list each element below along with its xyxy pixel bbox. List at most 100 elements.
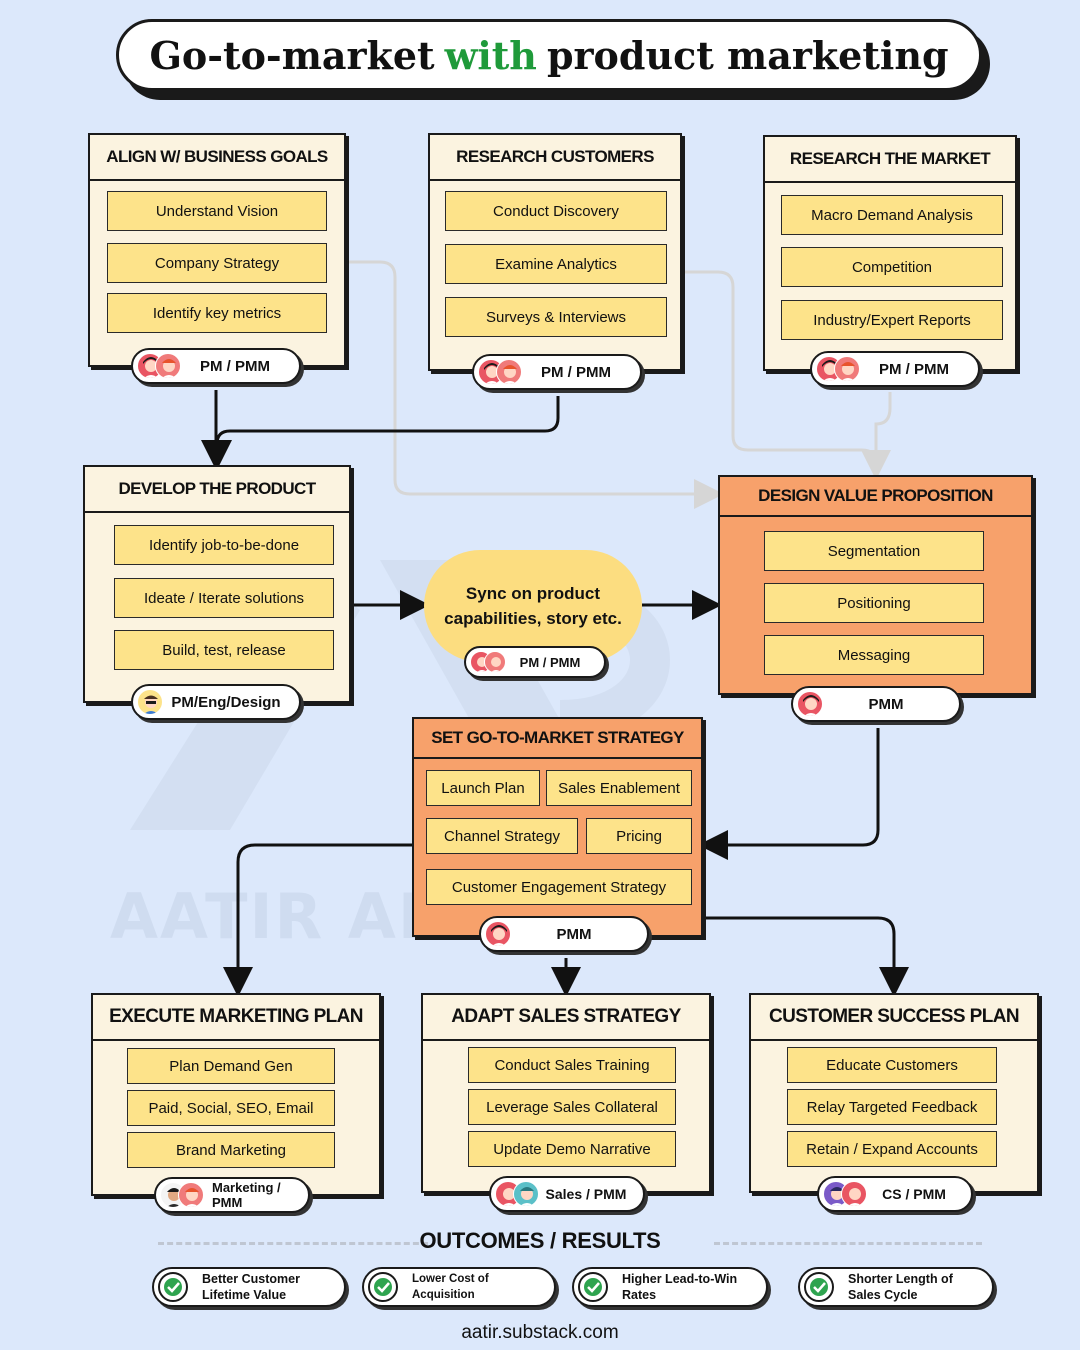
box-title: SET GO-TO-MARKET STRATEGY <box>414 719 701 759</box>
box-title: DEVELOP THE PRODUCT <box>85 467 349 513</box>
outcome-line1: Better Customer <box>202 1272 300 1286</box>
box-item: Competition <box>781 247 1003 287</box>
box-item: Retain / Expand Accounts <box>787 1131 997 1167</box>
outcome-line2: Acquisition <box>412 1289 475 1301</box>
box-item: Brand Marketing <box>127 1132 335 1168</box>
box-item: Positioning <box>764 583 984 623</box>
box-item: Conduct Sales Training <box>468 1047 676 1083</box>
owner-label: CS / PMM <box>882 1186 946 1202</box>
avatar-icon <box>485 921 511 947</box>
owner-label: PM / PMM <box>879 360 949 378</box>
owner-label: PMM <box>868 695 904 713</box>
box-item: Educate Customers <box>787 1047 997 1083</box>
outcome-line1: Higher Lead-to-Win <box>622 1272 738 1286</box>
outcome-line2: Rates <box>622 1288 657 1302</box>
box-item: Sales Enablement <box>546 770 692 806</box>
design-value-proposition-box: DESIGN VALUE PROPOSITION Segmentation Po… <box>718 475 1033 695</box>
box-item: Relay Targeted Feedback <box>787 1089 997 1125</box>
box-title: ALIGN W/ BUSINESS GOALS <box>90 135 344 181</box>
box-item: Examine Analytics <box>445 244 667 284</box>
title-part2: product marketing <box>546 32 949 78</box>
owner-label: PM/Eng/Design <box>171 693 281 711</box>
page-title: Go-to-market with product marketing <box>116 19 982 91</box>
check-icon <box>158 1272 188 1302</box>
box-item: Understand Vision <box>107 191 327 231</box>
owner-badge: PM / PMM <box>131 348 301 384</box>
avatar-icon <box>841 1181 867 1207</box>
align-business-goals-box: ALIGN W/ BUSINESS GOALS Understand Visio… <box>88 133 346 367</box>
outcomes-title: OUTCOMES / RESULTS <box>419 1228 661 1253</box>
check-icon <box>368 1272 398 1302</box>
sync-line1: Sync on product <box>465 584 601 603</box>
customer-success-plan-box: CUSTOMER SUCCESS PLAN Educate Customers … <box>749 993 1039 1193</box>
outcome-line1: Lower Cost of <box>412 1273 489 1285</box>
owner-badge: PMM <box>791 686 961 722</box>
box-item: Identify key metrics <box>107 293 327 333</box>
outcome-line1: Shorter Length of <box>848 1272 953 1286</box>
sync-line2: capabilities, story etc. <box>444 609 622 628</box>
box-item: Build, test, release <box>114 630 334 670</box>
box-item: Segmentation <box>764 531 984 571</box>
gtm-strategy-box: SET GO-TO-MARKET STRATEGY Launch Plan Sa… <box>412 717 703 937</box>
footer-link[interactable]: aatir.substack.com <box>461 1322 619 1343</box>
box-item: Channel Strategy <box>426 818 578 854</box>
research-customers-box: RESEARCH CUSTOMERS Conduct Discovery Exa… <box>428 133 682 371</box>
box-item: Macro Demand Analysis <box>781 195 1003 235</box>
check-icon <box>578 1272 608 1302</box>
owner-badge: Sales / PMM <box>489 1176 645 1212</box>
execute-marketing-plan-box: EXECUTE MARKETING PLAN Plan Demand Gen P… <box>91 993 381 1196</box>
box-item: Plan Demand Gen <box>127 1048 335 1084</box>
sync-bubble: Sync on product capabilities, story etc. <box>424 550 642 662</box>
avatar-icon <box>513 1181 539 1207</box>
box-item: Industry/Expert Reports <box>781 300 1003 340</box>
box-item: Leverage Sales Collateral <box>468 1089 676 1125</box>
owner-badge: PMM <box>479 916 649 952</box>
avatar-icon <box>484 651 506 673</box>
owner-badge: PM / PMM <box>810 351 980 387</box>
box-title: ADAPT SALES STRATEGY <box>423 995 709 1041</box>
owner-badge: Marketing / PMM <box>154 1177 310 1213</box>
box-item: Pricing <box>586 818 692 854</box>
box-title: EXECUTE MARKETING PLAN <box>93 995 379 1041</box>
box-title: RESEARCH THE MARKET <box>765 137 1015 183</box>
box-item: Surveys & Interviews <box>445 297 667 337</box>
owner-label: PM / PMM <box>541 363 611 381</box>
divider-right <box>714 1242 982 1245</box>
owner-label-line1: Marketing / <box>212 1180 281 1195</box>
box-item: Identify job-to-be-done <box>114 525 334 565</box>
outcome-line2: Sales Cycle <box>848 1288 918 1302</box>
box-item: Ideate / Iterate solutions <box>114 578 334 618</box>
box-item: Launch Plan <box>426 770 540 806</box>
avatar-icon <box>496 359 522 385</box>
avatar-icon <box>155 353 181 379</box>
avatar-icon <box>797 691 823 717</box>
owner-label-line2: PMM <box>212 1195 243 1210</box>
owner-label: PMM <box>556 925 592 943</box>
outcome-badge: Lower Cost of Acquisition <box>362 1267 556 1307</box>
develop-product-box: DEVELOP THE PRODUCT Identify job-to-be-d… <box>83 465 351 703</box>
avatar-icon <box>178 1182 204 1208</box>
owner-label: PM / PMM <box>200 357 270 375</box>
divider-left <box>158 1242 428 1245</box>
outcome-badge: Shorter Length of Sales Cycle <box>798 1267 994 1307</box>
check-icon <box>804 1272 834 1302</box>
box-title: DESIGN VALUE PROPOSITION <box>720 477 1031 517</box>
owner-label: Sales / PMM <box>545 1186 627 1202</box>
box-item: Company Strategy <box>107 243 327 283</box>
box-item: Update Demo Narrative <box>468 1131 676 1167</box>
box-item: Messaging <box>764 635 984 675</box>
avatar-icon <box>834 356 860 382</box>
box-item: Customer Engagement Strategy <box>426 869 692 905</box>
outcome-line2: Lifetime Value <box>202 1288 287 1302</box>
avatar-icon <box>137 689 163 715</box>
research-market-box: RESEARCH THE MARKET Macro Demand Analysi… <box>763 135 1017 371</box>
owner-badge: PM / PMM <box>472 354 642 390</box>
box-item: Conduct Discovery <box>445 191 667 231</box>
owner-badge: CS / PMM <box>817 1176 973 1212</box>
owner-badge: PM / PMM <box>464 646 606 678</box>
box-title: RESEARCH CUSTOMERS <box>430 135 680 181</box>
box-item: Paid, Social, SEO, Email <box>127 1090 335 1126</box>
